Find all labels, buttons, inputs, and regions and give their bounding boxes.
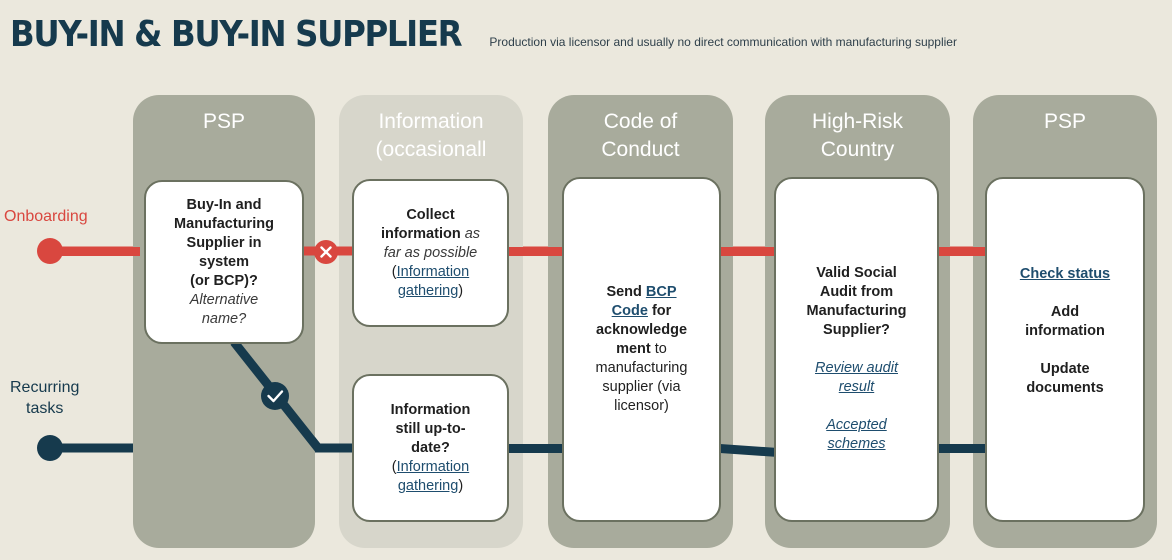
information-gathering-link[interactable]: gathering [397, 477, 459, 494]
accepted-schemes-link[interactable]: schemes [827, 435, 886, 452]
recurring-diagonal [230, 339, 364, 453]
page-title: BUY-IN & BUY-IN SUPPLIER [10, 14, 463, 55]
check-status-link[interactable]: Check status [1019, 266, 1111, 282]
recurring-start-dot [37, 435, 63, 461]
bcp-code-link[interactable]: Code [611, 303, 648, 319]
page-subtitle: Production via licensor and usually no d… [489, 35, 957, 49]
information-gathering-link[interactable]: Information [396, 263, 470, 280]
cross-icon [320, 246, 332, 258]
column-heading: PSP [1043, 110, 1087, 133]
accepted-schemes-link[interactable]: Accepted [826, 416, 887, 433]
column-heading: Information(occasionall [375, 110, 487, 161]
information-gathering-link[interactable]: gathering [397, 282, 459, 299]
onboarding-segment [937, 247, 987, 256]
column-heading: PSP [202, 110, 246, 133]
bcp-code-link[interactable]: BCP [645, 284, 677, 300]
passed-marker [261, 382, 289, 410]
onboarding-segment [508, 247, 564, 256]
onboarding-start-dot [37, 238, 63, 264]
recurring-segment [508, 444, 564, 453]
page-header: BUY-IN & BUY-IN SUPPLIER Production via … [10, 14, 957, 55]
review-audit-result-link[interactable]: Review audit [814, 359, 898, 376]
onboarding-start-bar [40, 247, 140, 256]
recurring-segment [720, 444, 778, 457]
information-gathering-link[interactable]: Information [396, 458, 470, 475]
recurring-segment [937, 444, 987, 453]
review-audit-result-link[interactable]: result [838, 378, 875, 395]
lane-label-onboarding: Onboarding [4, 208, 88, 225]
onboarding-segment [720, 247, 778, 256]
check-icon [267, 390, 284, 403]
